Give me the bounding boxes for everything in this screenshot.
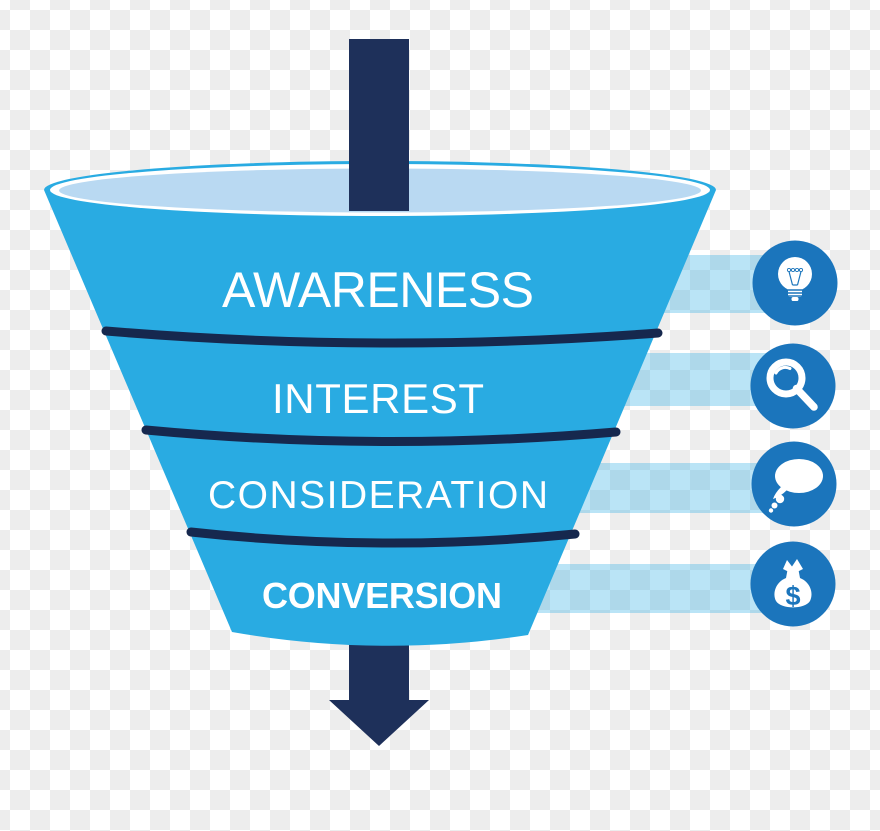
stage-label-interest: INTEREST xyxy=(272,375,484,422)
separator-interest-consideration xyxy=(141,425,621,447)
separator-consideration-conversion xyxy=(186,527,580,548)
thought-bubble-icon xyxy=(768,459,823,513)
dollar-sign: $ xyxy=(785,581,800,611)
conversion-icon-badge: $ xyxy=(750,541,836,627)
consideration-icon-badge xyxy=(751,441,837,527)
arrow-head xyxy=(329,700,429,746)
money-bag-icon: $ xyxy=(774,559,812,611)
magnifier-icon xyxy=(766,358,818,411)
arrow-top-shaft xyxy=(349,39,409,211)
separator-awareness-interest xyxy=(101,326,663,348)
awareness-icon-badge xyxy=(752,240,838,326)
funnel-body xyxy=(44,161,716,646)
lightbulb-icon xyxy=(778,257,812,301)
stage-label-awareness: AWARENESS xyxy=(222,262,534,318)
stage-label-conversion: CONVERSION xyxy=(262,575,502,616)
icon-circle-interest xyxy=(750,343,836,429)
interest-icon-badge xyxy=(750,343,836,429)
stage-label-consideration: CONSIDERATION xyxy=(208,474,548,517)
